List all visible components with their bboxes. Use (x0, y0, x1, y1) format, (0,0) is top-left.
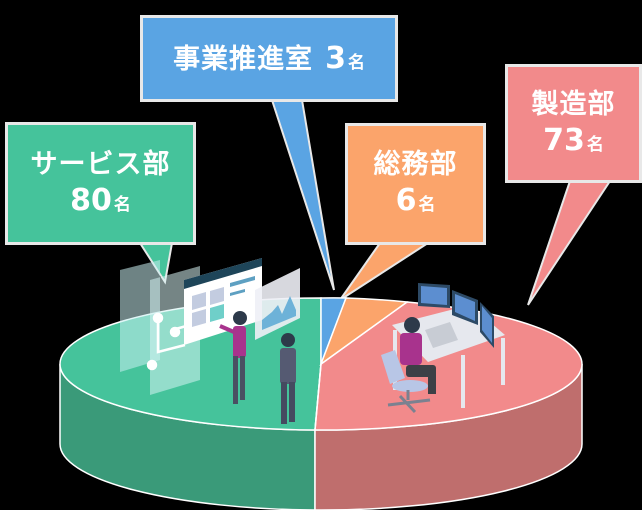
service-callout-name: サービス部 (30, 148, 171, 180)
general-callout-unit: 名 (418, 195, 436, 216)
general-callout-tail (339, 242, 432, 301)
monitor-icon (418, 283, 494, 348)
manufacturing-callout-count: 73 (543, 122, 585, 158)
man-person-icon (280, 333, 296, 424)
business-callout-unit: 名 (347, 52, 365, 73)
circuit-lines-icon (146, 312, 191, 371)
manufacturing-illustration (381, 283, 505, 414)
service-callout-unit: 名 (113, 194, 131, 215)
general-slice (319, 297, 410, 367)
manufacturing-callout-name: 製造部 (531, 88, 616, 120)
manufacturing-callout-tail (527, 180, 612, 306)
woman-person-icon (219, 311, 247, 404)
service-illustration (120, 258, 300, 424)
business-callout-name: 事業推進室 (173, 43, 314, 75)
office-chair-icon (381, 350, 431, 414)
service-callout-count: 80 (70, 182, 112, 218)
general-callout-count: 6 (395, 183, 417, 219)
keyboard-icon (425, 322, 458, 348)
business-callout-count: 3 (325, 40, 346, 76)
manufacturing-callout-unit: 名 (586, 134, 604, 155)
business-callout-tail (270, 99, 335, 291)
worker-person-icon (400, 317, 436, 394)
manufacturing-slice (314, 301, 583, 431)
general-callout-name: 総務部 (373, 149, 458, 181)
